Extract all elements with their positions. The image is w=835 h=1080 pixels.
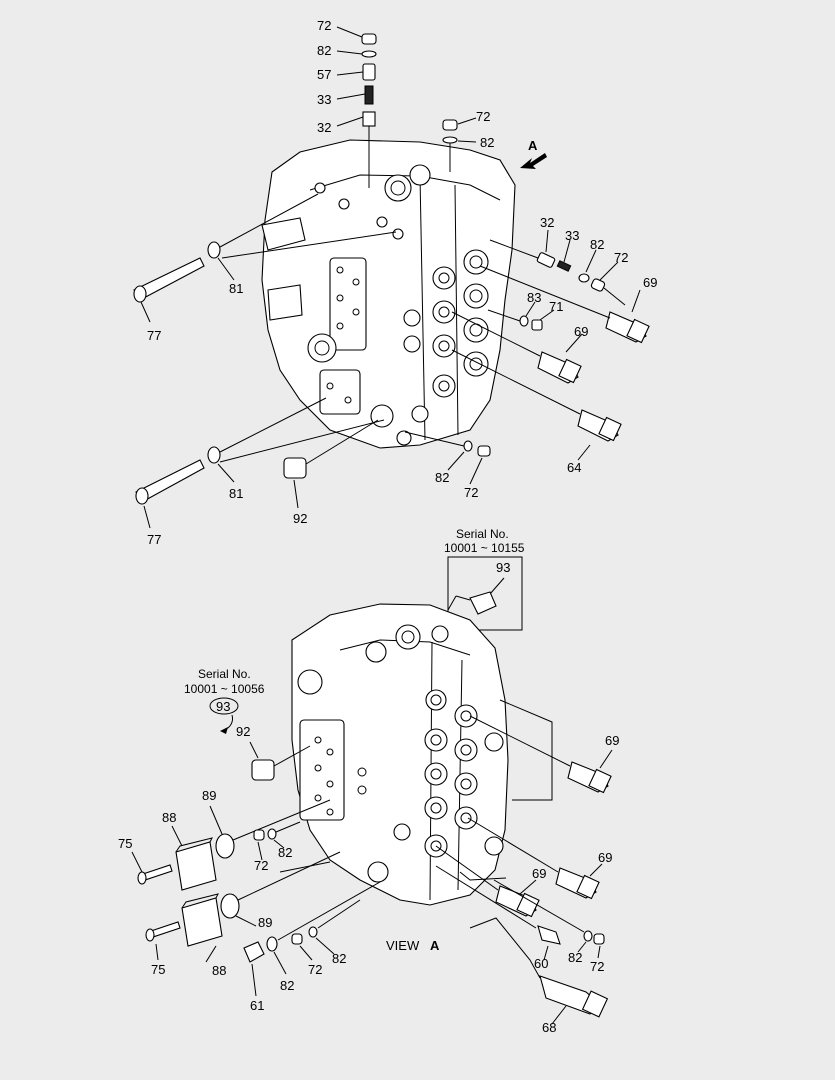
callout-71: 71 [549,299,563,314]
callout-33: 33 [317,92,331,107]
top-right-stack [489,229,626,306]
top-bolt-holes [314,182,404,404]
callout-60: 60 [534,956,548,971]
callout-69: 69 [605,733,619,748]
callout-68: 68 [542,1020,556,1035]
callout-81: 81 [229,486,243,501]
callout-92: 92 [236,724,250,739]
callout-72: 72 [254,858,268,873]
top-bolts [133,193,397,529]
callout-82: 82 [435,470,449,485]
callout-75: 75 [151,962,165,977]
bottom-cartridges [279,699,613,1025]
callout-72: 72 [590,959,604,974]
callout-61: 61 [250,998,264,1013]
callout-32: 32 [540,215,554,230]
callout-82: 82 [278,845,292,860]
bottom-serial-note: Serial No. 10001 ~ 10056 93 92 [184,667,311,781]
top-right-plug-parts [442,117,477,172]
serial-box-range: 10001 ~ 10155 [444,541,525,555]
callout-82: 82 [480,135,494,150]
serial-box-title: Serial No. [456,527,509,541]
callout-57: 57 [317,67,331,82]
callout-82: 82 [568,950,582,965]
direction-letter: A [528,138,538,153]
top-stack-parts [336,26,377,188]
callout-92: 92 [293,511,307,526]
serial-note-title: Serial No. [198,667,251,681]
bottom-fitting [243,881,381,997]
callout-64: 64 [567,460,581,475]
callout-69: 69 [574,324,588,339]
top-cartridges [451,265,650,461]
callout-77: 77 [147,328,161,343]
top-valve-body [261,139,516,449]
callout-88: 88 [162,810,176,825]
callout-81: 81 [229,281,243,296]
serial-note-range: 10001 ~ 10056 [184,682,265,696]
callout-72: 72 [464,485,478,500]
bottom-valve-body [291,603,509,906]
direction-arrow-icon: A [520,138,547,169]
callout-33: 33 [565,228,579,243]
callout-69: 69 [598,850,612,865]
callout-89: 89 [202,788,216,803]
callout-82: 82 [332,951,346,966]
callout-88: 88 [212,963,226,978]
callout-82: 82 [280,978,294,993]
view-label: VIEW [386,938,420,953]
top-bottom-plugs [283,419,491,509]
callout-72: 72 [614,250,628,265]
callout-89: 89 [258,915,272,930]
callout-83: 83 [527,290,541,305]
callout-77: 77 [147,532,161,547]
callout-32: 32 [317,120,331,135]
callout-75: 75 [118,836,132,851]
callout-82: 82 [317,43,331,58]
callout-69: 69 [643,275,657,290]
callout-82: 82 [590,237,604,252]
callout-93: 93 [216,699,230,714]
top-port-column [403,249,489,398]
bottom-callout-labels: 69 89 88 75 72 82 69 69 89 88 75 61 82 7… [118,733,619,1035]
callout-72: 72 [308,962,322,977]
view-letter: A [430,938,440,953]
callout-93: 93 [496,560,510,575]
callout-72: 72 [317,18,331,33]
serial-box: Serial No. 10001 ~ 10155 93 [444,527,525,631]
bottom-blocks [131,799,341,963]
bottom-bolt-holes [314,736,367,816]
callout-69: 69 [532,866,546,881]
top-callout-labels: 72 82 57 33 32 72 82 32 33 82 72 69 83 7… [147,18,657,547]
callout-72: 72 [476,109,490,124]
